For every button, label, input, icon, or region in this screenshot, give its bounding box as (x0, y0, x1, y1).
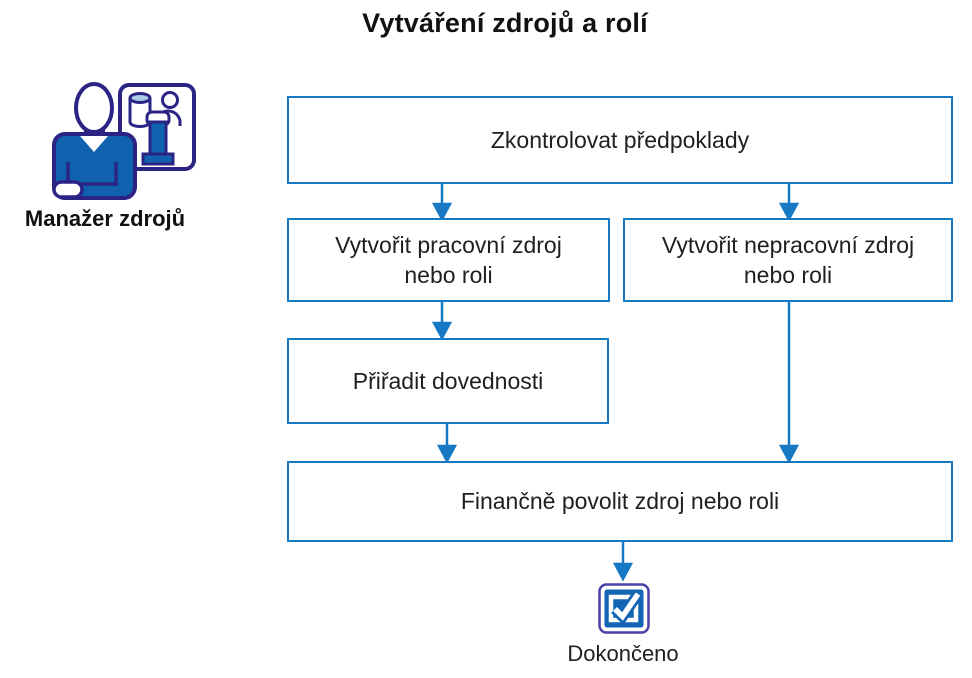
arrowhead-c-to-e (778, 444, 800, 464)
end-label: Dokončeno (567, 641, 679, 666)
actor-label: Manažer zdrojů (24, 206, 186, 231)
flow-box-assign-skills: Přiřadit dovednosti (287, 338, 609, 424)
flow-box-create-nonwork-resource: Vytvořit nepracovní zdroj nebo roli (623, 218, 953, 302)
flow-box-financially-enable: Finančně povolit zdroj nebo roli (287, 461, 953, 542)
flow-box-create-work-resource: Vytvořit pracovní zdroj nebo roli (287, 218, 610, 302)
flow-box-check-prerequisites: Zkontrolovat předpoklady (287, 96, 953, 184)
arrowhead-a-to-c (778, 202, 800, 222)
resource-manager-icon-svg (52, 82, 196, 200)
completed-checkbox-icon (598, 583, 650, 634)
arrowhead-e-to-end (612, 562, 634, 582)
completed-checkbox-icon-svg (598, 583, 650, 634)
arrowhead-a-to-b (431, 202, 453, 222)
arrowhead-b-to-d (431, 321, 453, 341)
resource-manager-icon (50, 72, 198, 202)
diagram-title: Vytváření zdrojů a rolí (362, 8, 648, 38)
arrowhead-d-to-e (436, 444, 458, 464)
